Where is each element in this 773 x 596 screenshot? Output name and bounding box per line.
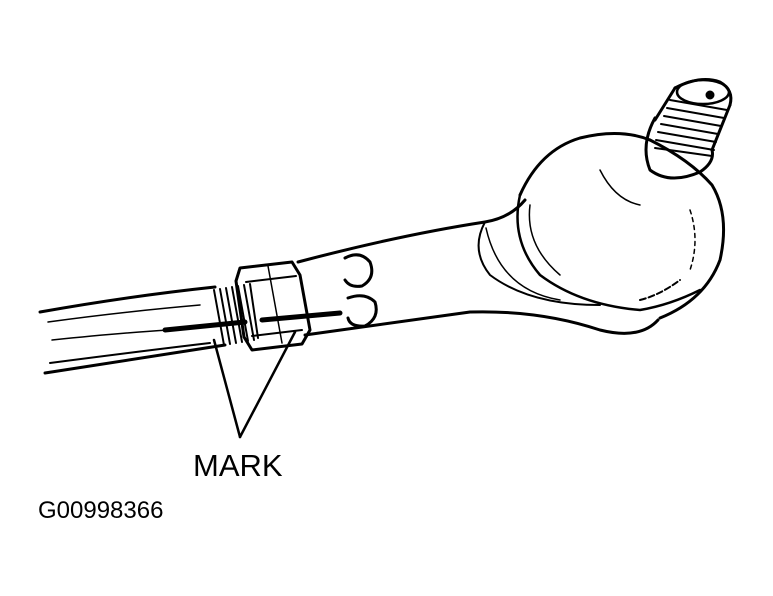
stud-threads <box>654 99 728 157</box>
ball-socket-housing <box>516 131 726 320</box>
mark-callout-label: MARK <box>193 448 283 483</box>
tie-rod-end-body <box>296 198 660 337</box>
alignment-mark-lines <box>162 310 343 333</box>
ball-stud <box>644 78 733 180</box>
rod-threads <box>213 283 259 346</box>
figure-id: G00998366 <box>38 497 164 524</box>
jam-nut <box>234 260 312 352</box>
mark-leader-lines <box>212 330 297 439</box>
tie-rod-shaft <box>38 285 227 375</box>
